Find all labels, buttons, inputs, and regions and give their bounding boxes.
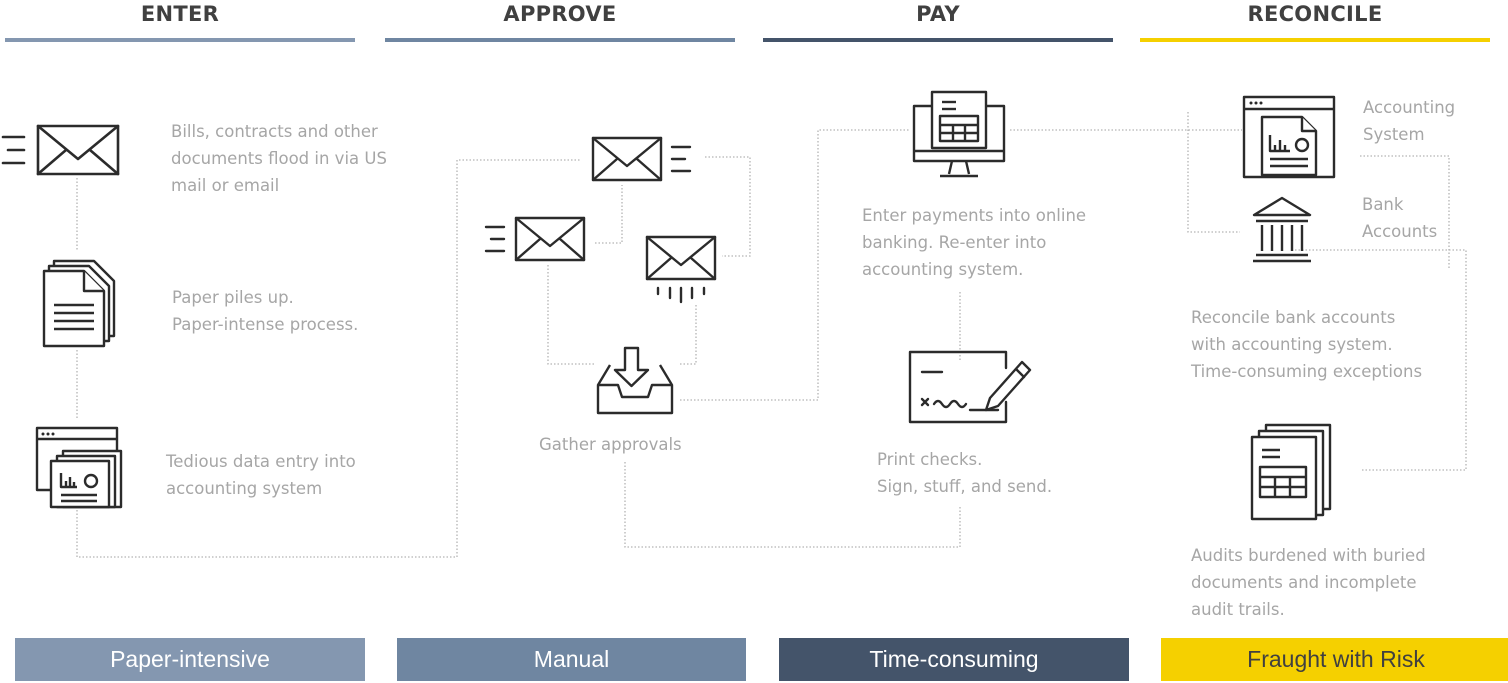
banner-time-consuming: Time-consuming [779, 638, 1129, 681]
stage-rule-reconcile [1140, 38, 1490, 42]
online-banking-monitor-icon [910, 88, 1010, 183]
banner-fraught-with-risk: Fraught with Risk [1161, 638, 1508, 681]
spreadsheet-stack-icon [1250, 422, 1335, 522]
stage-rule-approve [385, 38, 735, 42]
mail-outgoing-icon [590, 135, 705, 185]
enter-paper-text: Paper piles up.Paper-intense process. [172, 288, 359, 334]
mail-sending-icon [644, 234, 719, 306]
mail-incoming-icon [482, 215, 592, 265]
gather-approvals-text: Gather approvals [539, 435, 682, 454]
stage-rule-pay [763, 38, 1113, 42]
bank-building-icon [1250, 195, 1315, 265]
banner-paper-intensive: Paper-intensive [15, 638, 365, 681]
accounting-window-icon [1242, 95, 1337, 180]
banner-fraught-with-risk-label: Fraught with Risk [1247, 646, 1425, 672]
app-window-report-icon [35, 425, 125, 510]
stage-rule-enter [5, 38, 355, 42]
stage-title-pay: PAY [916, 2, 960, 26]
document-stack-icon [40, 258, 120, 348]
banner-manual-label: Manual [533, 646, 610, 672]
stage-title-reconcile: RECONCILE [1247, 2, 1383, 26]
stage-title-enter: ENTER [140, 2, 220, 26]
check-signing-icon [906, 350, 1036, 430]
banner-time-consuming-label: Time-consuming [869, 646, 1039, 672]
pay-checks-text: Print checks.Sign, stuff, and send. [877, 450, 1053, 496]
inbox-tray-icon [592, 343, 682, 418]
stage-title-approve: APPROVE [503, 2, 617, 26]
banner-paper-intensive-label: Paper-intensive [110, 646, 270, 672]
banner-manual: Manual [397, 638, 746, 681]
mail-fast-icon [0, 123, 125, 178]
